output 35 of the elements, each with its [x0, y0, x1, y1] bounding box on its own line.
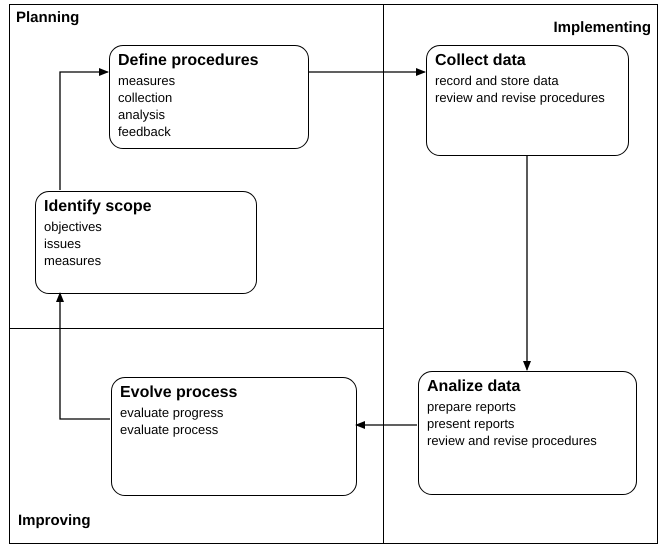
box-heading: Evolve process [120, 384, 238, 402]
box-item: measures [44, 252, 102, 269]
box-item: analysis [118, 106, 166, 123]
box-item: collection [118, 89, 174, 106]
arrow [523, 155, 531, 371]
process-box [109, 45, 309, 149]
lane-title: Implementing [553, 19, 651, 36]
box-heading: Identify scope [44, 198, 153, 216]
process-box [426, 45, 629, 156]
lane-title: Planning [16, 9, 80, 26]
box-item: prepare reports [427, 398, 517, 415]
arrow [56, 292, 110, 420]
box-item: present reports [427, 415, 516, 432]
box-item: feedback [118, 123, 172, 140]
box-item: issues [44, 235, 82, 252]
arrow [308, 68, 426, 76]
arrow [355, 421, 417, 429]
swimlane-region [9, 4, 384, 329]
box-item: objectives [44, 218, 103, 235]
process-box [35, 191, 257, 294]
box-heading: Define procedures [118, 52, 260, 70]
box-item: review and revise procedures [435, 89, 606, 106]
swimlane-region [383, 4, 658, 544]
swimlane-region [9, 328, 384, 544]
box-item: measures [118, 72, 176, 89]
process-box [418, 371, 637, 495]
arrow [59, 68, 109, 190]
box-heading: Collect data [435, 52, 527, 70]
lane-title: Improving [18, 512, 91, 529]
box-item: evaluate progress [120, 404, 224, 421]
box-item: evaluate process [120, 421, 220, 438]
box-heading: Analize data [427, 378, 522, 396]
box-item: review and revise procedures [427, 432, 598, 449]
box-item: record and store data [435, 72, 560, 89]
process-box [111, 377, 357, 496]
